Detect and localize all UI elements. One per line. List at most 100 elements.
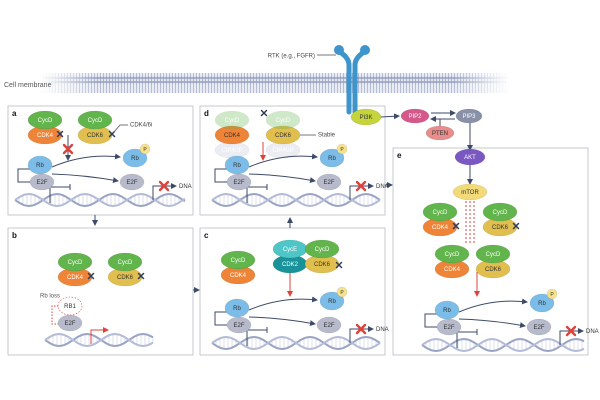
phosphate-e: P xyxy=(546,288,558,300)
cdk4-c-label: CDK4 xyxy=(230,273,247,279)
rb-bound-c-label: Rb xyxy=(233,306,241,312)
inhibitor-x-cdk6-a xyxy=(108,130,116,138)
inhibitor-x-cdk4-b xyxy=(87,272,95,280)
rb1-lost: RB1 xyxy=(57,296,83,316)
stable-label: Stable xyxy=(318,133,336,139)
rb-phospho-e-label: Rb xyxy=(538,301,546,307)
inhibitor-x-cdk4-e-shape xyxy=(452,222,460,230)
promoter-bracket-e xyxy=(424,313,439,328)
inhibitor-x-cdk4-e xyxy=(452,222,460,230)
cyce-c-label: CycE xyxy=(283,247,297,253)
panel-b-letter: b xyxy=(12,231,17,240)
dna-label-a: DNA xyxy=(179,184,192,190)
dna-helix-c xyxy=(211,335,381,351)
transcription-arrow-b xyxy=(90,327,109,344)
transcription-arrow-a xyxy=(152,183,177,200)
cycd-a1-shape xyxy=(27,110,63,130)
pip2-node: PIP2 xyxy=(400,108,430,124)
phosphate-e-label: P xyxy=(550,292,554,298)
phosphate-d-label: P xyxy=(340,147,344,153)
panel-a-letter: a xyxy=(12,109,17,118)
cdk4-e2: CDK4 xyxy=(434,259,470,279)
e2f-b-label: E2F xyxy=(64,321,75,327)
rb-bound-d-shape xyxy=(224,155,250,175)
cycd-e2-label: CycD xyxy=(493,210,508,216)
rb-phospho-a: Rb xyxy=(122,148,148,168)
e2f-bound-c-shape xyxy=(226,316,252,334)
rb-bound-a: Rb xyxy=(27,155,53,175)
cycd-e2: CycD xyxy=(482,202,518,222)
pip3-node-label: PIP3 xyxy=(462,114,476,120)
cycd-b1-shape xyxy=(57,252,93,272)
e2f-free-c: E2F xyxy=(316,316,342,334)
cdk4-a-label: CDK4 xyxy=(37,133,54,139)
pip3-node-shape xyxy=(455,108,483,124)
rtk-label: RTK (e.g., FGFR) xyxy=(268,54,315,60)
cycd-a1: CycD xyxy=(27,110,63,130)
inhibitor-x-cdk6-b xyxy=(137,272,145,280)
dna-helix-a-strand xyxy=(14,192,186,208)
promoter-bracket-d xyxy=(214,168,229,183)
pi3k-node-label: PI3K xyxy=(359,115,372,121)
mtor-node-shape xyxy=(452,183,488,201)
transcription-block-x-e-shape xyxy=(565,325,577,337)
cycd-a2-label: CycD xyxy=(88,118,103,124)
rb-loss-bracket xyxy=(51,305,62,325)
arrow-rb-release-e xyxy=(458,298,528,313)
dna-helix-a xyxy=(14,192,186,208)
cycd-e3-label: CycD xyxy=(445,252,460,258)
phosphate-d: P xyxy=(336,143,348,155)
inhibitor-label: CDK4/6i xyxy=(130,123,152,129)
cycd-e1-shape xyxy=(422,202,458,222)
transcription-arrow-d xyxy=(349,183,374,200)
cycd-c2-label: CycD xyxy=(315,247,330,253)
e2f-free-d-shape xyxy=(316,173,342,191)
cycd-c2-shape xyxy=(304,239,340,259)
phosphate-c-shape xyxy=(336,286,348,298)
e2f-free-a: E2F xyxy=(119,173,145,191)
dna-label-c: DNA xyxy=(376,327,389,333)
transcription-block-x-d-shape xyxy=(355,180,367,192)
rb-bound-c: Rb xyxy=(224,298,250,318)
panel-d-letter: d xyxy=(204,109,209,118)
transcription-block-x-c xyxy=(355,323,367,335)
cdk4-d-label: CDK4 xyxy=(224,133,241,139)
cycd-c1-shape xyxy=(220,250,256,270)
cycd-e3: CycD xyxy=(434,244,470,264)
cipkip-d2-label: CIP/KIP xyxy=(272,148,293,154)
e2f-bound-c: E2F xyxy=(226,316,252,334)
block-x-a xyxy=(62,143,74,155)
rtk-receptor-head xyxy=(334,45,344,55)
cycd-a1-label: CycD xyxy=(38,118,53,124)
cycd-d1-faded-shape xyxy=(215,111,249,129)
pip3-node: PIP3 xyxy=(455,108,483,124)
cyce-c: CycE xyxy=(272,239,308,259)
cycd-e4-label: CycD xyxy=(486,252,501,258)
dna-helix-e xyxy=(421,337,585,353)
e2f-bound-a: E2F xyxy=(29,173,55,191)
inhibitor-x-cdk6-a-shape xyxy=(108,130,116,138)
phosphate-a: P xyxy=(139,143,151,155)
rb-bound-d-label: Rb xyxy=(233,163,241,169)
dna-helix-e-strand xyxy=(421,337,585,353)
inhibitor-x-cdk6-e-shape xyxy=(512,222,520,230)
cycd-b2-label: CycD xyxy=(118,260,133,266)
rb-phospho-c-shape xyxy=(319,291,345,311)
rb-bound-e-shape xyxy=(434,300,460,320)
cdk4-d: CDK4 xyxy=(214,125,250,145)
pi3k-node: PI3K xyxy=(350,108,382,126)
cycd-b1: CycD xyxy=(57,252,93,272)
mtor-node: mTOR xyxy=(452,183,488,201)
cycd-b2: CycD xyxy=(107,252,143,272)
phosphate-c-label: P xyxy=(340,290,344,296)
transcription-block-x-a-shape xyxy=(158,180,170,192)
phosphate-c: P xyxy=(336,286,348,298)
cycd-e4-shape xyxy=(475,244,511,264)
cycd-c2: CycD xyxy=(304,239,340,259)
cdk4-e1-label: CDK4 xyxy=(432,225,449,231)
degradation-x-d-shape xyxy=(260,109,268,117)
panel-c-letter: c xyxy=(204,231,209,240)
cdk6-a-label: CDK6 xyxy=(87,133,104,139)
rb-phospho-d-label: Rb xyxy=(328,156,336,162)
dna-helix-d-strand xyxy=(211,192,381,208)
